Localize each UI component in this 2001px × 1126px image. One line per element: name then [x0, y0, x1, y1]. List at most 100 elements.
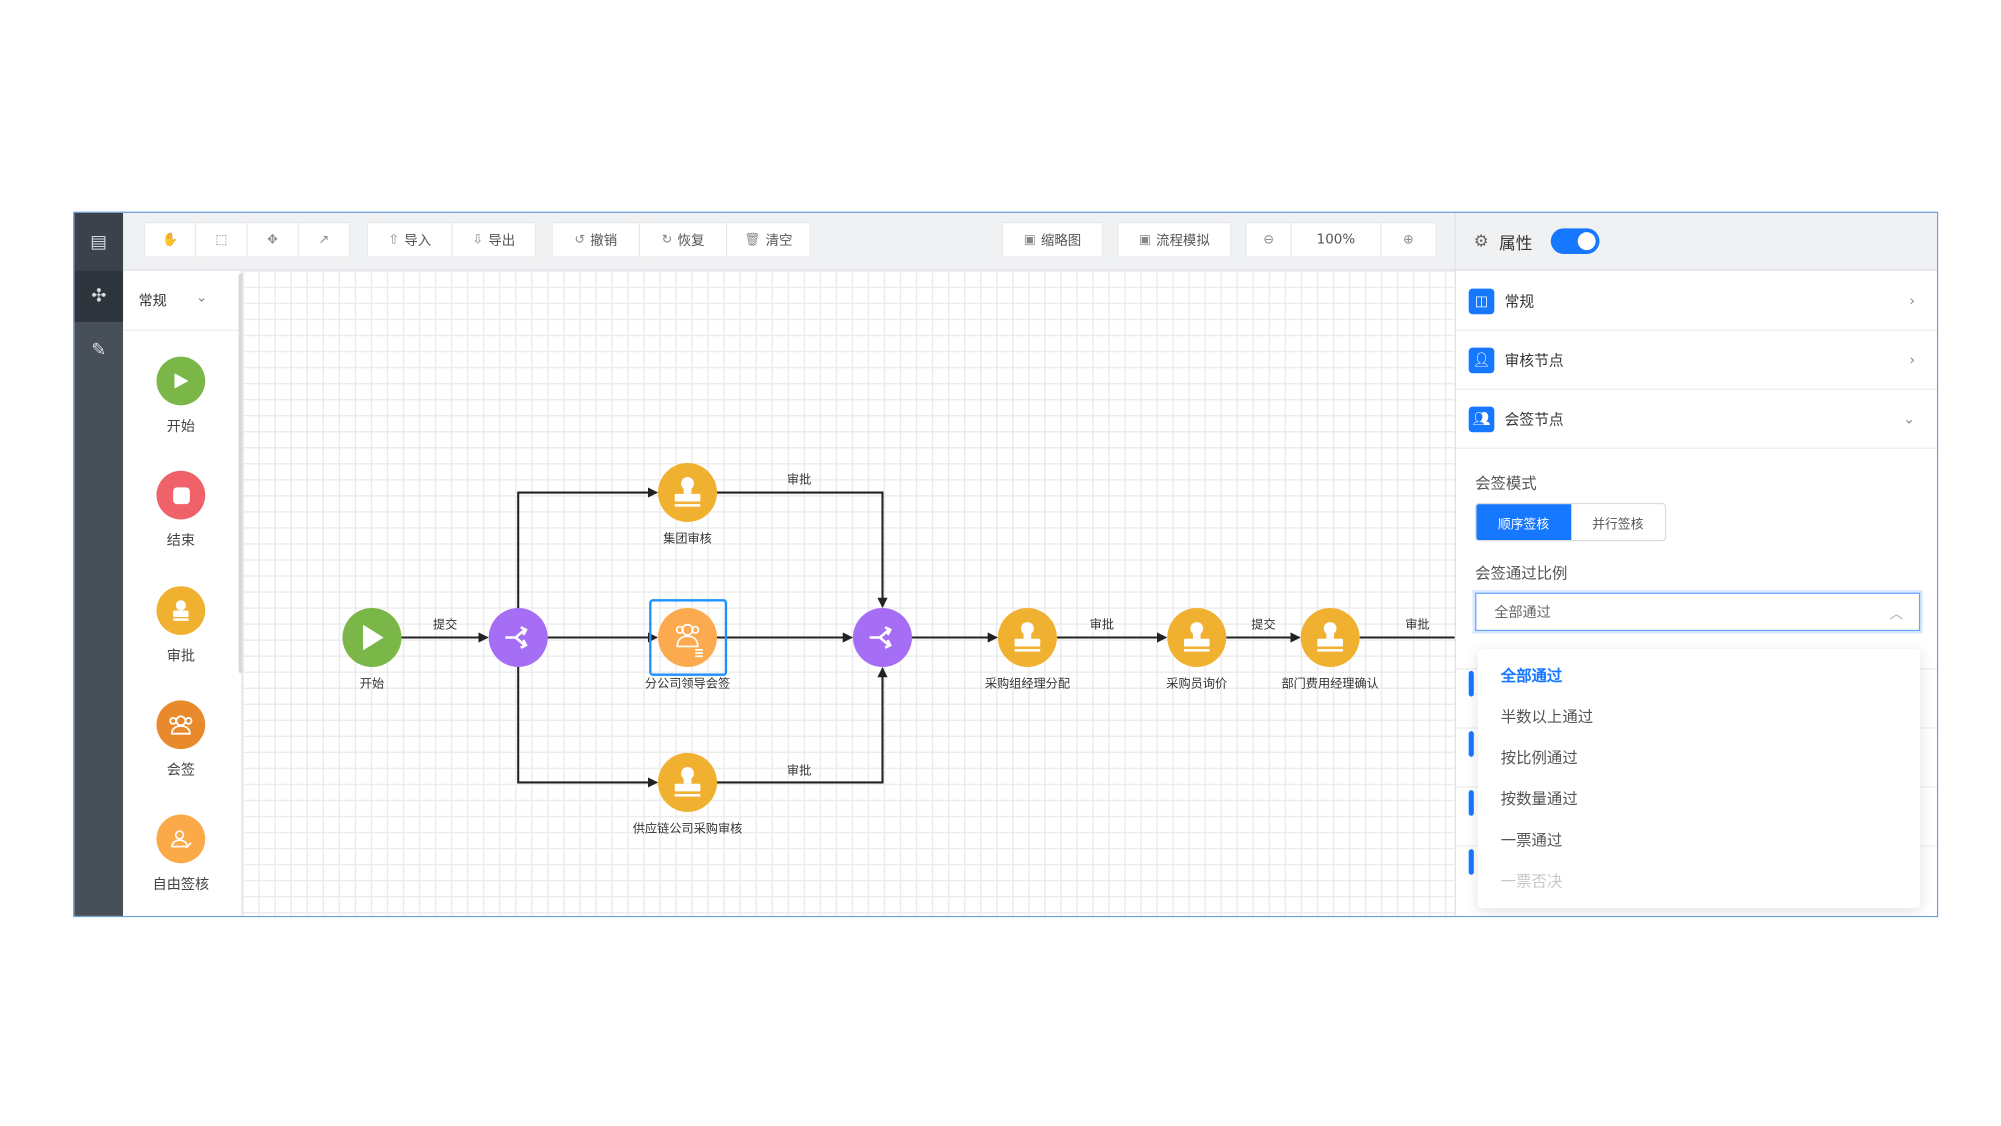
option-ratio-pass[interactable]: 按比例通过: [1500, 749, 1578, 768]
list-icon: [695, 649, 703, 658]
section-general[interactable]: ◫常规›: [1455, 272, 1937, 331]
redo-icon: ↻: [661, 232, 673, 247]
option-majority-pass[interactable]: 半数以上通过: [1500, 708, 1594, 727]
move-tool-button[interactable]: ✥: [246, 221, 299, 258]
edge-label: 审批: [1090, 617, 1114, 632]
connect-tool-button[interactable]: ↗: [297, 221, 351, 258]
import-button[interactable]: ⇧ 导入: [366, 221, 453, 258]
chevron-down-icon: ⌄: [1903, 410, 1916, 428]
node-gateway-join[interactable]: [852, 607, 912, 667]
palette-item-free-sign[interactable]: 自由签核: [133, 814, 228, 895]
simulate-button[interactable]: ▣流程模拟: [1117, 221, 1232, 258]
stamp-icon: [674, 477, 701, 507]
clear-label: 清空: [765, 232, 793, 249]
redo-label: 恢复: [677, 232, 705, 249]
edge-fork-group[interactable]: [517, 487, 659, 608]
zoom-in-icon: ⊕: [1403, 232, 1414, 247]
panel-header: ⚙ 属性: [1455, 212, 1937, 271]
select-tool-button[interactable]: ⬚: [194, 221, 248, 258]
node-label: 集团审核: [663, 531, 712, 546]
ratio-select[interactable]: 全部通过︿: [1475, 592, 1921, 632]
section-icon: [1468, 849, 1474, 875]
components-icon[interactable]: ✣: [74, 270, 124, 322]
option-one-vote-pass[interactable]: 一票通过: [1500, 831, 1563, 850]
node-supply-review[interactable]: [658, 752, 718, 812]
edge-supply-join[interactable]: [717, 666, 888, 784]
upload-icon: ⇧: [388, 232, 400, 247]
palette-item-start[interactable]: 开始: [133, 356, 228, 437]
edge-label: 提交: [1251, 617, 1275, 632]
users-edit-icon: [156, 814, 206, 864]
minimap-button[interactable]: ▣缩略图: [1001, 221, 1104, 258]
node-label: 采购员询价: [1166, 676, 1227, 691]
ratio-dropdown: 全部通过 半数以上通过 按比例通过 按数量通过 一票通过 一票否决: [1477, 649, 1921, 909]
edge-label: 审批: [1405, 617, 1429, 632]
branch-icon: [505, 626, 528, 649]
node-start[interactable]: [342, 607, 402, 667]
gear-icon: ⚙: [1473, 231, 1489, 251]
select-icon: ⬚: [215, 232, 228, 247]
node-branch-countersign[interactable]: [658, 607, 718, 667]
option-all-pass[interactable]: 全部通过: [1500, 666, 1563, 685]
node-purchaser-inquiry[interactable]: [1167, 607, 1227, 667]
cube-icon: ◫: [1468, 287, 1495, 314]
palette-item-approve[interactable]: 审批: [133, 586, 228, 666]
palette-label: 会签: [166, 761, 195, 779]
undo-button[interactable]: ↺撤销: [551, 221, 641, 258]
redo-button[interactable]: ↻ 恢复: [638, 221, 728, 258]
palette-category[interactable]: 常规 ⌄: [123, 271, 240, 331]
node-label: 采购组经理分配: [985, 676, 1070, 691]
mode-parallel[interactable]: 并行签核: [1592, 517, 1644, 532]
option-count-pass[interactable]: 按数量通过: [1500, 790, 1578, 809]
download-icon: ⇩: [472, 232, 484, 247]
flow-diagram: 提交 审批 审批 审批 提交 审批 开始 分公司领导会签 集团审核 供应链公司采…: [342, 463, 1455, 835]
section-countersign-node[interactable]: 👥︎ 会签节点 ⌄: [1455, 390, 1937, 449]
node-group-review[interactable]: [658, 463, 718, 523]
option-one-vote-veto[interactable]: 一票否决: [1500, 872, 1563, 891]
node-gateway-fork[interactable]: [488, 607, 548, 667]
users-icon: 👥︎: [1468, 405, 1495, 432]
hand-tool-button[interactable]: ✋: [143, 221, 197, 258]
section-review-node[interactable]: 👤︎审核节点›: [1455, 331, 1937, 390]
node-dept-manager[interactable]: [1300, 607, 1360, 667]
palette-item-end[interactable]: 结束: [133, 470, 228, 551]
edge-label: 审批: [787, 763, 811, 778]
ratio-label: 会签通过比例: [1475, 564, 1568, 583]
stamp-icon: [156, 586, 206, 635]
clear-button[interactable]: 🗑清空: [726, 221, 811, 258]
simulate-icon: ▣: [1138, 232, 1151, 247]
selection-box: [649, 599, 728, 676]
connect-icon: ↗: [318, 232, 330, 247]
edge-fork-supply[interactable]: [517, 666, 659, 788]
document-icon[interactable]: ▤: [74, 212, 124, 271]
palette-scrollbar[interactable]: [238, 273, 244, 674]
toolbar: ✋ ⬚ ✥ ↗ ⇧ 导入 ⇩ 导出 ↺撤销 ↻ 恢复 🗑清空 ▣缩略图 ▣流程模拟 ⊖…: [123, 212, 1455, 271]
branch-icon: [869, 626, 892, 649]
zoom-level: 100%: [1290, 221, 1382, 258]
section-label: 会签节点: [1504, 409, 1564, 428]
chevron-down-icon: ⌄: [196, 291, 208, 306]
zoom-in-button[interactable]: ⊕: [1380, 221, 1437, 258]
export-button[interactable]: ⇩ 导出: [451, 221, 537, 258]
zoom-out-button[interactable]: ⊖: [1245, 221, 1292, 258]
flow-designer-window: ▤ ✣ ✎ ✋ ⬚ ✥ ↗ ⇧ 导入 ⇩ 导出 ↺撤销 ↻ 恢复 🗑清空 ▣缩略图 ▣…: [73, 211, 1939, 918]
palette-item-countersign[interactable]: 会签: [133, 700, 228, 780]
chevron-right-icon: ›: [1909, 351, 1916, 369]
export-label: 导出: [488, 232, 516, 249]
stamp-icon: [1014, 622, 1041, 652]
move-icon: ✥: [267, 232, 278, 247]
edge-label: 审批: [787, 472, 811, 487]
mode-sequential[interactable]: 顺序签核: [1476, 504, 1571, 541]
palette-label: 自由签核: [152, 876, 210, 893]
properties-toggle[interactable]: [1550, 228, 1600, 254]
stamp-icon: [1183, 622, 1210, 652]
edit-icon[interactable]: ✎: [91, 339, 107, 361]
flow-canvas[interactable]: 提交 审批 审批 审批 提交 审批 开始 分公司领导会签 集团审核 供应链公司采…: [242, 270, 1455, 916]
category-label: 常规: [138, 292, 167, 310]
edge-group-join[interactable]: [717, 491, 888, 608]
chevron-right-icon: ›: [1909, 292, 1916, 310]
node-label: 分公司领导会签: [645, 676, 730, 691]
node-purchase-manager[interactable]: [997, 607, 1057, 667]
import-label: 导入: [404, 232, 432, 249]
edge-label: 提交: [433, 617, 457, 632]
